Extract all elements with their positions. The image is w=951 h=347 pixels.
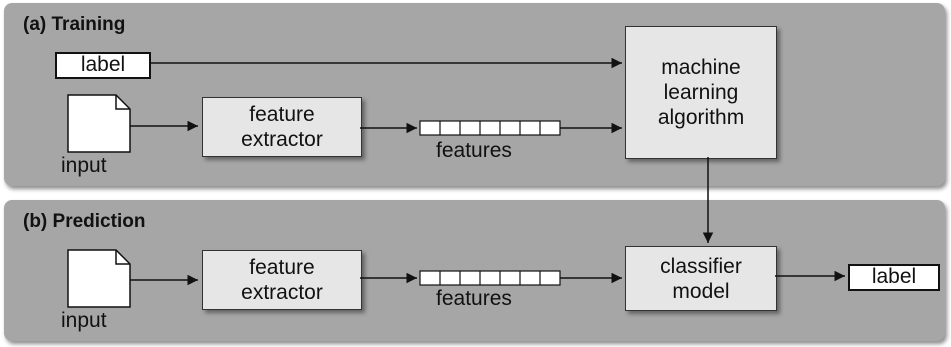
classifier-line1: classifier	[660, 254, 742, 278]
training-label-box: label	[55, 52, 151, 79]
ml-line3: algorithm	[657, 106, 745, 129]
prediction-features-label: features	[436, 287, 512, 310]
classifier-model: classifier model	[625, 246, 777, 311]
ml-line2: learning	[663, 81, 739, 104]
classifier-line2: model	[672, 279, 730, 303]
prediction-extractor-line2: extractor	[241, 281, 323, 304]
prediction-label-box: label	[848, 264, 940, 291]
machine-learning-algorithm: machine learning algorithm	[625, 26, 777, 159]
ml-line1: machine	[661, 56, 741, 79]
training-input-label: input	[61, 154, 107, 177]
training-feature-extractor: feature extractor	[202, 97, 362, 157]
training-extractor-line1: feature	[249, 103, 315, 126]
training-extractor-line2: extractor	[241, 128, 323, 151]
prediction-input-label: input	[61, 309, 107, 332]
prediction-extractor-line1: feature	[249, 256, 315, 279]
prediction-feature-extractor: feature extractor	[202, 250, 362, 310]
training-panel: (a) Training	[4, 3, 945, 186]
training-features-label: features	[436, 139, 512, 162]
training-title: (a) Training	[23, 14, 126, 35]
prediction-panel: (b) Prediction	[4, 200, 945, 341]
prediction-title: (b) Prediction	[23, 211, 146, 232]
